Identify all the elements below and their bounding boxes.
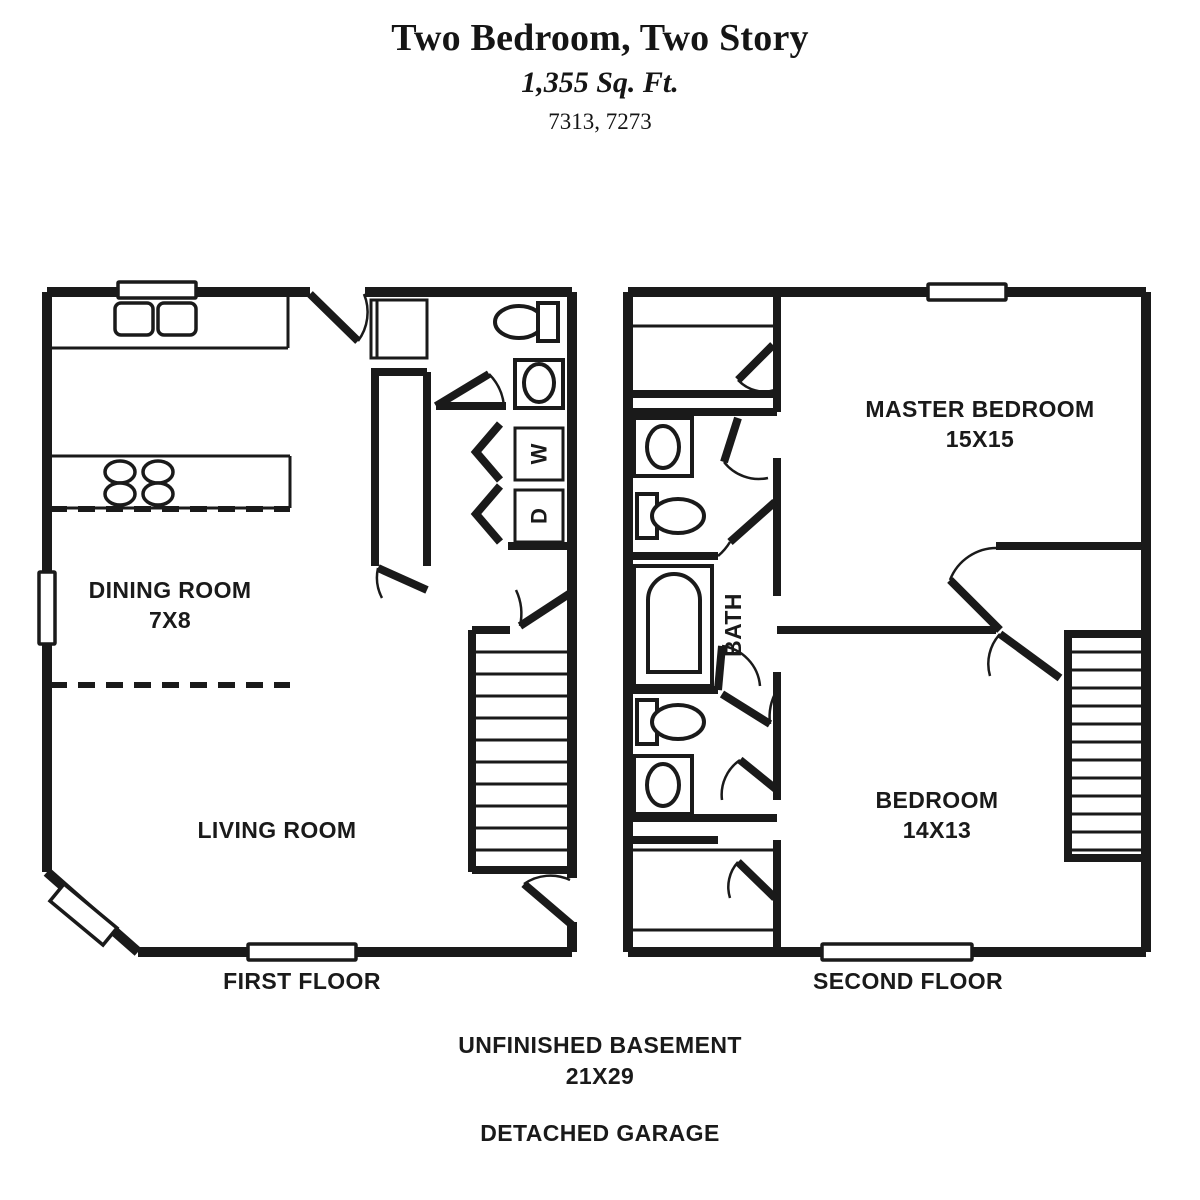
dining-room-dim: 7X8 (149, 607, 191, 633)
bedroom-door-leaf[interactable] (997, 630, 1063, 682)
range-burner-3 (103, 481, 137, 507)
kitchen-window (116, 280, 198, 300)
bath-lower-sink (645, 762, 681, 808)
stair-door-leaf[interactable] (517, 588, 575, 630)
kitchen-hall-door-leaf[interactable] (307, 291, 361, 344)
refrigerator-body (369, 298, 429, 360)
first-floor-plan: W D (37, 280, 577, 994)
master-bedroom-window (926, 282, 1008, 302)
bathtub-door-leaf[interactable] (714, 645, 726, 691)
bath-upper-door-b-leaf[interactable] (727, 499, 778, 545)
bedroom-door[interactable] (987, 630, 1063, 682)
washer-body (513, 426, 565, 482)
first-floor-exterior-walls (42, 287, 577, 957)
bathtub-compartment (628, 564, 762, 694)
entry-door-arc (523, 874, 571, 886)
bath-lower-door-b-leaf[interactable] (737, 756, 780, 794)
bath-upper-door-a-leaf[interactable] (720, 416, 742, 464)
dryer-letter: D (527, 508, 552, 524)
angled-corner-window (47, 881, 120, 948)
bath-lower-door-a-leaf[interactable] (719, 690, 773, 728)
dining-room-label: DINING ROOM (89, 577, 252, 603)
basement-note: UNFINISHED BASEMENT (458, 1032, 742, 1058)
refrigerator (369, 298, 429, 360)
plan-codes: 7313, 7273 (548, 108, 652, 134)
pantry-door-arc (375, 567, 384, 599)
kitchen-sink-basin-right (156, 301, 198, 337)
page-title: Two Bedroom, Two Story (391, 17, 809, 59)
bath-lower-door-a-arc (768, 689, 779, 725)
closet-upper (632, 324, 776, 398)
garage-note: DETACHED GARAGE (480, 1120, 720, 1146)
kitchen-sink-basin-left (113, 301, 155, 337)
bath-upper-toilet (650, 497, 706, 535)
bedroom-door-arc (987, 633, 1001, 677)
closet-upper-door-leaf[interactable] (735, 342, 776, 383)
square-footage: 1,355 Sq. Ft. (521, 65, 679, 99)
bath-lower-door-b-arc (720, 758, 741, 801)
closet-upper-door-arc (737, 379, 776, 393)
pantry-closet (371, 368, 431, 599)
closet-lower (628, 836, 778, 932)
powder-room-cabinet (536, 301, 560, 343)
entry-door-leaf[interactable] (521, 880, 575, 929)
master-bedroom-door-arc (948, 546, 999, 581)
laundry-closet: W D (470, 421, 572, 550)
bedroom-window (820, 942, 974, 962)
washer-letter: W (527, 443, 552, 464)
bathtub-door-arc (721, 644, 762, 687)
first-floor-entry-door[interactable] (521, 874, 575, 929)
bath-upper-door-a-arc (723, 461, 769, 481)
kitchen-hall-door-arc (356, 293, 369, 342)
kitchen-hall-door[interactable] (307, 291, 369, 344)
living-room-label: LIVING ROOM (197, 817, 356, 843)
closet-lower-door-leaf[interactable] (735, 859, 778, 901)
stair-door-arc (514, 589, 523, 627)
pantry-door-leaf[interactable] (376, 564, 429, 594)
powder-room (433, 301, 565, 410)
title-block: Two Bedroom, Two Story 1,355 Sq. Ft. 731… (0, 0, 1200, 134)
bedroom-dim: 14X13 (903, 817, 972, 843)
bath-upper-door-b-arc (717, 541, 732, 557)
powder-room-door-arc (488, 373, 506, 407)
range-burner-1 (103, 459, 137, 485)
kitchen-lower-counter (47, 454, 292, 510)
dryer-bifold-door[interactable] (470, 483, 504, 545)
powder-room-toilet-bowl (522, 362, 556, 404)
master-bedroom-door[interactable] (947, 542, 1146, 633)
bath-label: BATH (720, 593, 746, 657)
second-floor-plan: MASTER BEDROOM 15X15 BEDROOM 14X13 BATH … (623, 282, 1151, 994)
kitchen-upper-counter (47, 296, 290, 350)
first-floor-staircase[interactable] (468, 588, 575, 874)
range-burner-2 (141, 459, 175, 485)
stair-2f-treads (1072, 650, 1144, 852)
second-floor-staircase[interactable] (1064, 630, 1146, 862)
master-bedroom-label: MASTER BEDROOM (865, 396, 1094, 422)
dining-side-window (37, 570, 57, 646)
powder-room-door-leaf[interactable] (433, 370, 492, 410)
bath-compartment-upper (628, 408, 778, 560)
master-bedroom-door-leaf[interactable] (947, 577, 1003, 633)
closet-lower-door-arc (727, 861, 739, 899)
powder-room-sink (493, 304, 545, 340)
second-floor-caption: SECOND FLOOR (813, 968, 1003, 994)
living-front-window (246, 942, 358, 962)
range-burner-4 (141, 481, 175, 507)
bath-compartment-lower (628, 689, 780, 822)
bathtub-basin (646, 572, 702, 674)
bedroom-label: BEDROOM (876, 787, 999, 813)
basement-dim-note: 21X29 (565, 1063, 635, 1089)
master-bedroom-dim: 15X15 (946, 426, 1015, 452)
washer-bifold-door[interactable] (470, 421, 504, 483)
stair-treads (476, 650, 570, 852)
bath-lower-toilet (650, 703, 706, 741)
first-floor-caption: FIRST FLOOR (223, 968, 381, 994)
bath-upper-sink (645, 424, 681, 470)
